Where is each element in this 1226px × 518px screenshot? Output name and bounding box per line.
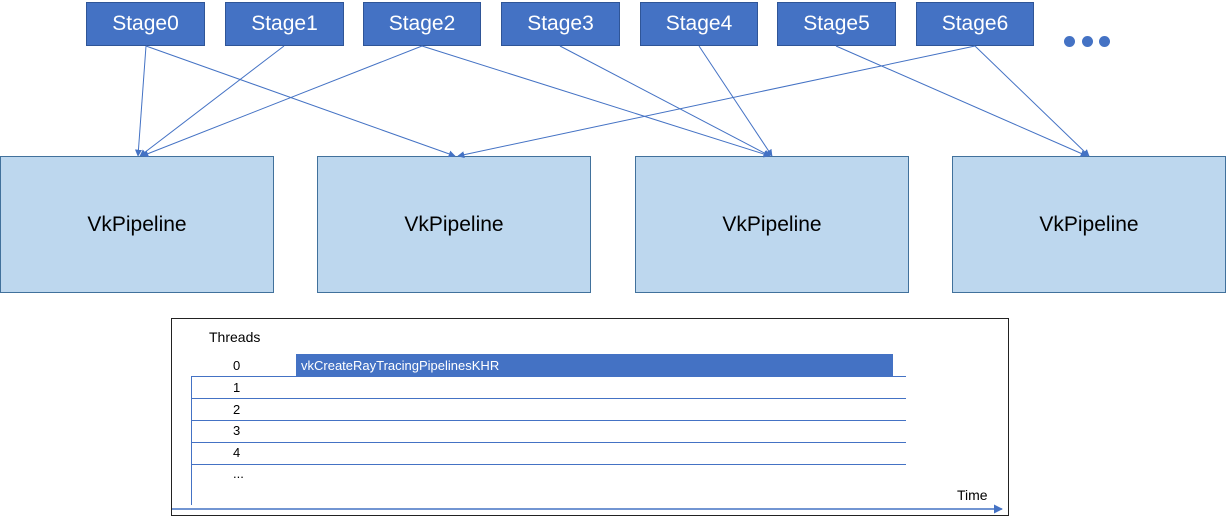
- stage-to-pipeline-arrows: [134, 45, 1090, 159]
- pipeline-box-1: VkPipeline: [317, 156, 591, 293]
- pipeline-label: VkPipeline: [404, 212, 504, 236]
- pipeline-box-3: VkPipeline: [952, 156, 1226, 293]
- thread-row-label: 2: [233, 402, 241, 417]
- arrow-stage0-pipeline0: [134, 45, 147, 157]
- thread-lane-divider: [191, 442, 906, 443]
- arrow-stage6-pipeline1: [457, 45, 976, 159]
- stage-box-1: Stage1: [225, 2, 344, 46]
- ellipsis-dot: [1081, 35, 1093, 47]
- arrow-stage5-pipeline3: [835, 45, 1088, 157]
- thread-lane-divider: [191, 420, 906, 421]
- stage-label: Stage3: [527, 12, 594, 35]
- arrow-stage1-pipeline0: [139, 45, 285, 157]
- stage-box-0: Stage0: [86, 2, 205, 46]
- threads-axis-label: Threads: [209, 329, 261, 345]
- pipeline-box-2: VkPipeline: [635, 156, 909, 293]
- thread-timeline-panel: Threads 0 1 2 3 4 ... vkCreateRayTracing…: [171, 318, 1009, 516]
- arrow-stage4-pipeline2: [698, 45, 773, 157]
- arrow-stage3-pipeline2: [559, 45, 771, 157]
- thread-lane-divider: [191, 398, 906, 399]
- task-bar-thread-0: vkCreateRayTracingPipelinesKHR: [296, 354, 893, 376]
- pipeline-label: VkPipeline: [722, 212, 822, 236]
- task-bar-label: vkCreateRayTracingPipelinesKHR: [301, 357, 500, 373]
- thread-lane-divider: [191, 464, 906, 465]
- stage-label: Stage2: [388, 12, 456, 35]
- more-stages-ellipsis: [1064, 34, 1110, 48]
- stage-label: Stage4: [665, 12, 733, 35]
- stage-label: Stage6: [941, 12, 1009, 35]
- time-axis-label: Time: [957, 487, 988, 503]
- stage-box-3: Stage3: [501, 2, 620, 46]
- stage-box-5: Stage5: [777, 2, 896, 46]
- pipeline-label: VkPipeline: [1039, 212, 1139, 236]
- arrow-stage2-pipeline0: [141, 45, 423, 157]
- ellipsis-dot: [1064, 35, 1075, 47]
- thread-lane-divider: [191, 376, 906, 377]
- threads-axis-line: [191, 377, 192, 505]
- ellipsis-dot: [1099, 35, 1110, 47]
- arrow-stage6-pipeline3: [974, 45, 1090, 157]
- stage-box-4: Stage4: [640, 2, 758, 46]
- stage-box-2: Stage2: [363, 2, 481, 46]
- stage-label: Stage1: [251, 12, 318, 35]
- pipeline-label: VkPipeline: [87, 212, 187, 236]
- arrow-stage0-pipeline1: [145, 45, 456, 158]
- stage-label: Stage5: [803, 12, 870, 35]
- pipeline-box-0: VkPipeline: [0, 156, 274, 293]
- thread-row-label: 3: [233, 423, 241, 438]
- arrow-stage2-pipeline2: [421, 45, 771, 158]
- thread-row-label: ...: [233, 466, 244, 481]
- thread-row-label: 1: [233, 380, 241, 395]
- thread-row-label: 4: [233, 445, 241, 460]
- time-axis-arrow: [172, 504, 1003, 514]
- stage-label: Stage0: [112, 12, 179, 35]
- stage-box-6: Stage6: [916, 2, 1034, 46]
- thread-row-label: 0: [233, 358, 241, 373]
